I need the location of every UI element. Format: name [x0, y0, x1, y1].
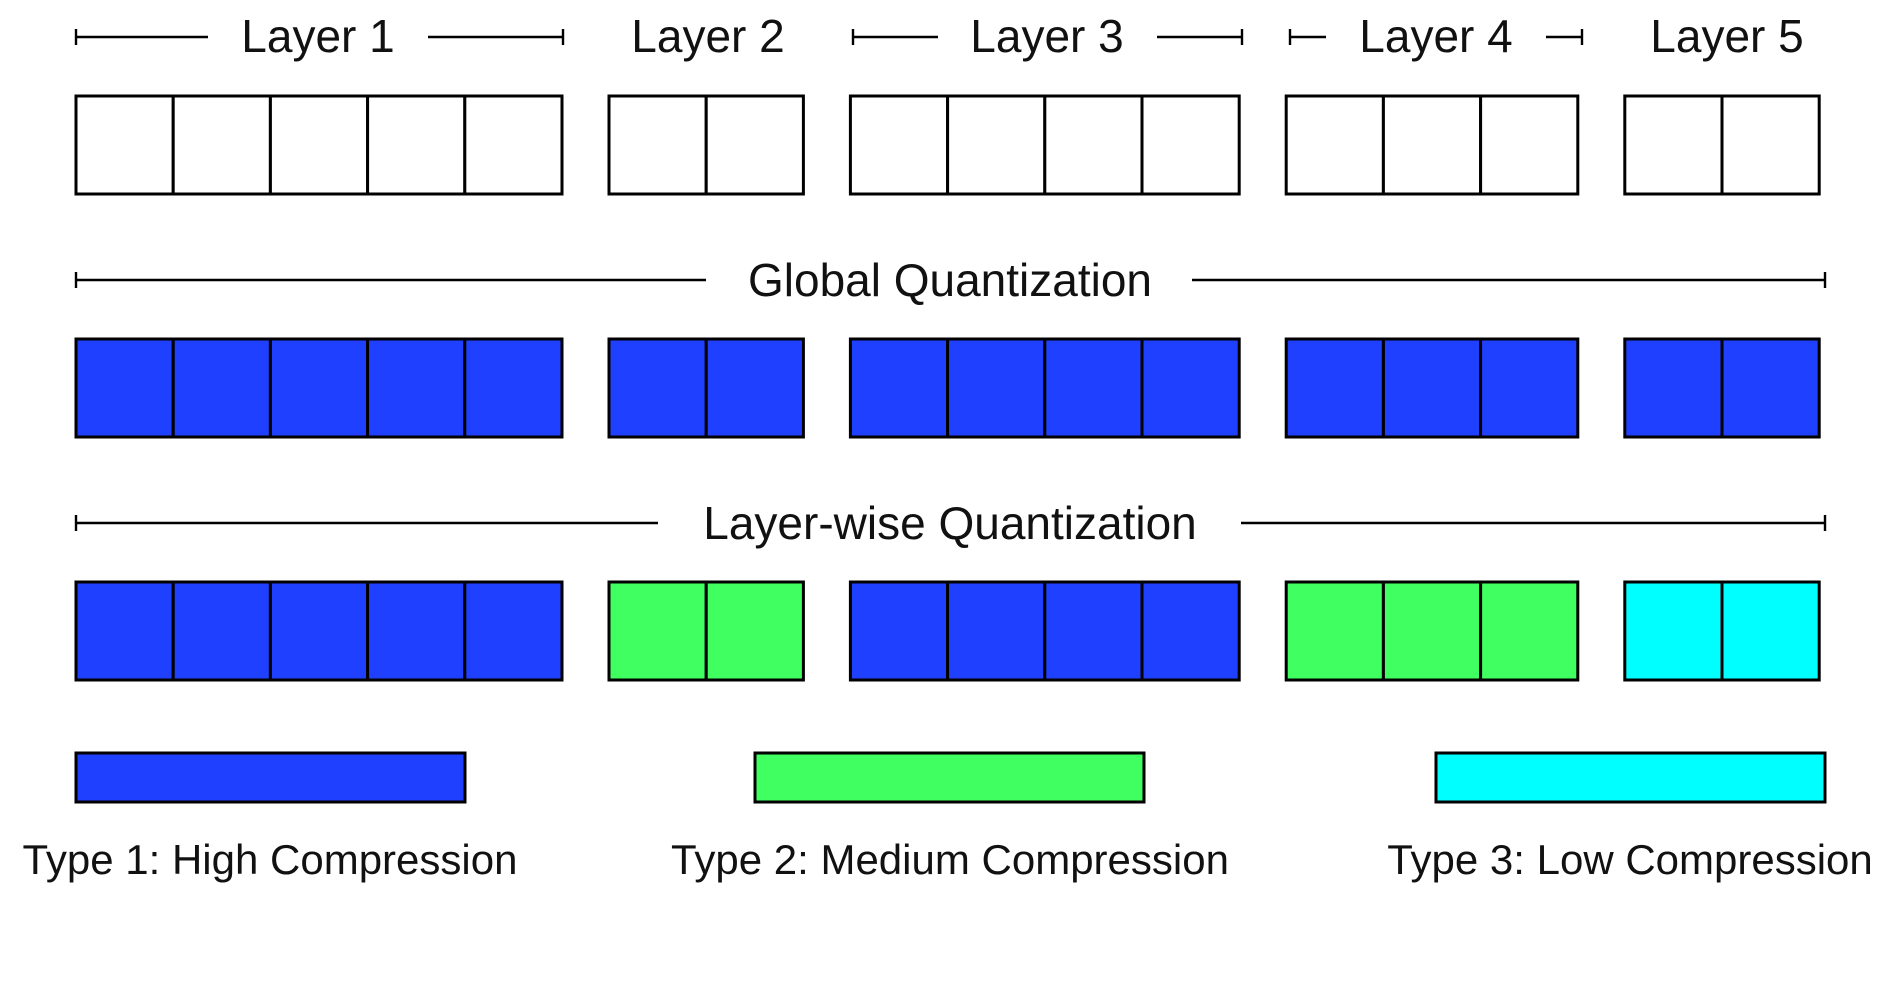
- plain-layer-1-cell-1: [74, 94, 175, 196]
- layer-1-header: Layer 1: [74, 10, 565, 62]
- plain-layer-3-cell-4: [1140, 94, 1241, 196]
- global-layer-4-cell-3: [1479, 337, 1580, 439]
- layerwise-layer-2-cell-2: [704, 580, 805, 682]
- global-layer-4-cell-1: [1284, 337, 1385, 439]
- layer-3-label: Layer 3: [970, 10, 1123, 62]
- plain-layer-3-cell-3: [1043, 94, 1144, 196]
- plain-layer-3-cell-1: [848, 94, 950, 196]
- global-layer-1-cell-1: [74, 337, 175, 439]
- layerwise-layer-4-cell-2: [1381, 580, 1483, 682]
- global-layer-3-cell-1: [848, 337, 950, 439]
- layer-headers: Layer 1 Layer 2 Layer 3 Layer 4 Layer 5: [74, 10, 1804, 62]
- plain-layer-5-cell-2: [1720, 94, 1821, 196]
- global-layer-1-cell-3: [268, 337, 370, 439]
- legend-label-type-2: Type 2: Medium Compression: [671, 836, 1229, 883]
- legend-swatch-type-3: [1434, 751, 1827, 804]
- layerwise-layer-3-cell-4: [1140, 580, 1241, 682]
- section-layerwise-title: Layer-wise Quantization: [74, 497, 1827, 549]
- global-layer-4-cell-2: [1381, 337, 1483, 439]
- global-quantization-title: Global Quantization: [748, 254, 1152, 306]
- layerwise-layer-2-cell-1: [607, 580, 708, 682]
- global-layer-5-cell-1: [1623, 337, 1724, 439]
- legend: Type 1: High Compression Type 2: Medium …: [23, 751, 1873, 883]
- layer-5-header: Layer 5: [1650, 10, 1803, 62]
- layerwise-layer-3-cell-3: [1043, 580, 1144, 682]
- plain-layer-4-cell-3: [1479, 94, 1580, 196]
- layerwise-layer-3-cell-2: [946, 580, 1047, 682]
- layerwise-layer-1-cell-4: [366, 580, 467, 682]
- layer-2-header: Layer 2: [631, 10, 784, 62]
- weight-row-unquantized: [74, 94, 1821, 196]
- plain-layer-4-cell-2: [1381, 94, 1483, 196]
- plain-layer-4-cell-1: [1284, 94, 1385, 196]
- legend-swatch-type-1: [74, 751, 467, 804]
- layer-3-header: Layer 3: [851, 10, 1244, 62]
- layerwise-layer-1-cell-2: [171, 580, 272, 682]
- global-layer-2-cell-2: [704, 337, 805, 439]
- legend-swatch-type-2: [753, 751, 1146, 804]
- legend-label-type-3: Type 3: Low Compression: [1387, 836, 1873, 883]
- plain-layer-5-cell-1: [1623, 94, 1724, 196]
- plain-layer-1-cell-5: [463, 94, 564, 196]
- layerwise-layer-1-cell-3: [268, 580, 370, 682]
- layerwise-layer-1-cell-1: [74, 580, 175, 682]
- layer-5-label: Layer 5: [1650, 10, 1803, 62]
- global-layer-5-cell-2: [1720, 337, 1821, 439]
- plain-layer-1-cell-2: [171, 94, 272, 196]
- layerwise-layer-4-cell-1: [1284, 580, 1385, 682]
- layer-4-header: Layer 4: [1288, 10, 1584, 62]
- layer-1-label: Layer 1: [241, 10, 394, 62]
- weight-row-layerwise-quantization: [74, 580, 1821, 682]
- plain-layer-1-cell-3: [268, 94, 370, 196]
- layerwise-layer-3-cell-1: [848, 580, 950, 682]
- layer-2-label: Layer 2: [631, 10, 784, 62]
- global-layer-1-cell-4: [366, 337, 467, 439]
- global-layer-3-cell-2: [946, 337, 1047, 439]
- global-layer-2-cell-1: [607, 337, 708, 439]
- layer-4-label: Layer 4: [1359, 10, 1512, 62]
- plain-layer-1-cell-4: [366, 94, 467, 196]
- global-layer-3-cell-4: [1140, 337, 1241, 439]
- layerwise-layer-4-cell-3: [1479, 580, 1580, 682]
- plain-layer-2-cell-1: [607, 94, 708, 196]
- layerwise-layer-5-cell-1: [1623, 580, 1724, 682]
- layerwise-layer-5-cell-2: [1720, 580, 1821, 682]
- global-layer-3-cell-3: [1043, 337, 1144, 439]
- layerwise-layer-1-cell-5: [463, 580, 564, 682]
- plain-layer-3-cell-2: [946, 94, 1047, 196]
- legend-label-type-1: Type 1: High Compression: [23, 836, 518, 883]
- plain-layer-2-cell-2: [704, 94, 805, 196]
- global-layer-1-cell-2: [171, 337, 272, 439]
- weight-row-global-quantization: [74, 337, 1821, 439]
- section-global-title: Global Quantization: [74, 254, 1827, 306]
- global-layer-1-cell-5: [463, 337, 564, 439]
- layerwise-quantization-title: Layer-wise Quantization: [703, 497, 1196, 549]
